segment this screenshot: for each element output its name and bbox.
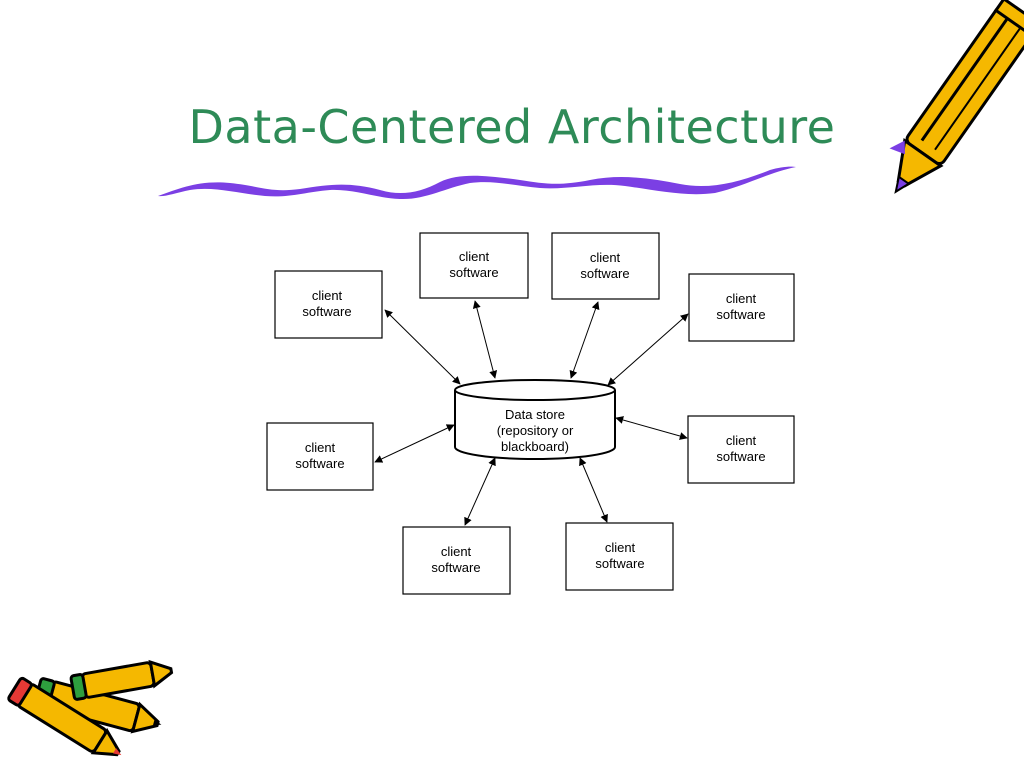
connector-top-center-left — [472, 300, 498, 379]
client-box-bottom-right: client software — [565, 522, 674, 591]
client-label-line-2: software — [295, 456, 344, 471]
client-label-line-1: client — [459, 249, 490, 264]
connector-bottom-right — [579, 457, 608, 523]
connector-bottom-left — [464, 457, 496, 526]
client-label-line-2: software — [595, 556, 644, 571]
client-box-top-center-left: client software — [419, 232, 529, 299]
data-store-line-1: Data store — [505, 407, 565, 422]
client-label-line-1: client — [305, 440, 336, 455]
client-label-line-1: client — [726, 291, 757, 306]
client-box-middle-right: client software — [687, 415, 795, 484]
client-box-bottom-left: client software — [402, 526, 511, 595]
client-label-line-2: software — [716, 449, 765, 464]
client-label-line-2: software — [431, 560, 480, 575]
connector-top-center-right — [569, 301, 600, 379]
connector-top-right — [607, 313, 689, 386]
client-box-top-center-right: client software — [551, 232, 660, 300]
client-box-top-left: client software — [274, 270, 383, 339]
client-box-middle-left: client software — [266, 422, 374, 491]
client-label-line-2: software — [580, 266, 629, 281]
client-label-line-1: client — [590, 250, 621, 265]
client-label-line-2: software — [302, 304, 351, 319]
client-label-line-1: client — [605, 540, 636, 555]
connector-middle-right — [615, 416, 688, 440]
data-store-line-3: blackboard) — [501, 439, 569, 454]
client-label-line-1: client — [441, 544, 472, 559]
client-label-line-2: software — [449, 265, 498, 280]
data-store-line-2: (repository or — [497, 423, 574, 438]
data-store: Data store (repository or blackboard) — [454, 379, 616, 460]
slide-title: Data-Centered Architecture — [188, 100, 836, 154]
client-label-line-1: client — [312, 288, 343, 303]
client-label-line-1: client — [726, 433, 757, 448]
client-box-top-right: client software — [688, 273, 795, 342]
client-label-line-2: software — [716, 307, 765, 322]
connector-middle-left — [374, 424, 455, 463]
connector-top-left — [384, 309, 461, 385]
